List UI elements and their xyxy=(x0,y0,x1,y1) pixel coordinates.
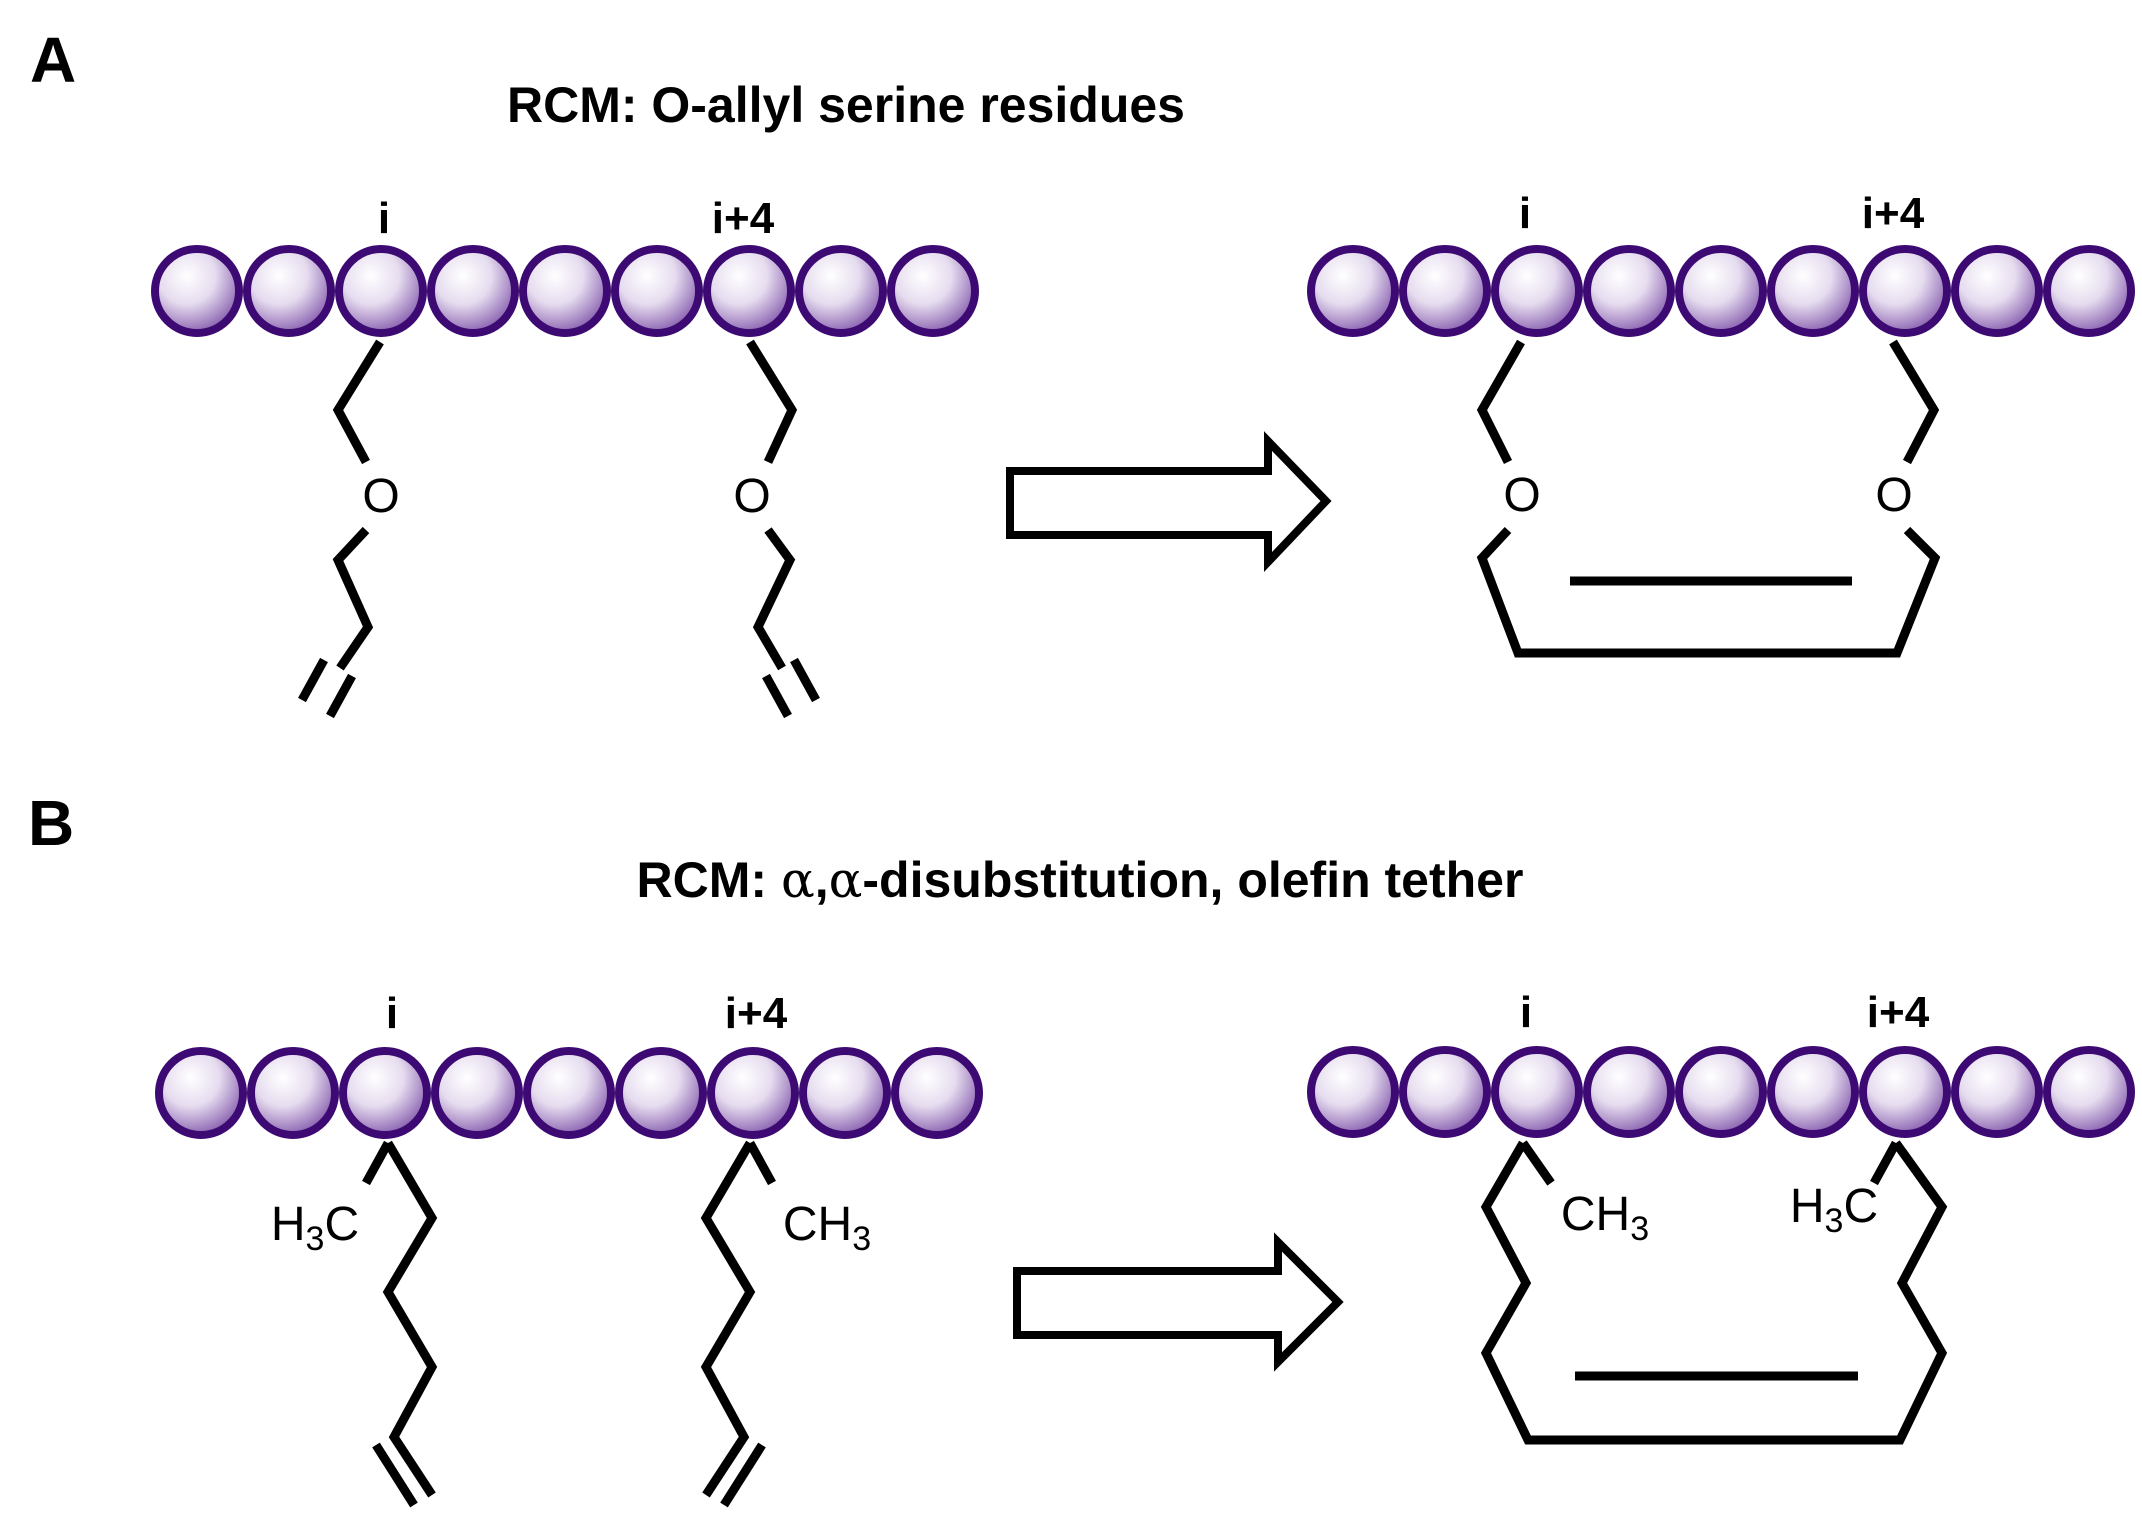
olefin-tether-i xyxy=(362,1140,438,1508)
block-arrow-right-icon xyxy=(1006,431,1332,573)
position-i-label: i xyxy=(378,194,390,243)
sphere-bead-icon xyxy=(611,245,703,337)
sphere-bead-icon xyxy=(339,1047,431,1139)
position-i4-label: i+4 xyxy=(1862,189,1925,238)
sphere-bead-icon xyxy=(887,245,979,337)
position-i-label: i xyxy=(386,989,398,1038)
sphere-bead-icon xyxy=(1491,245,1583,337)
panel-b-right-peptide: i i+4 CH3 H3C xyxy=(1307,988,2135,1445)
olefin-tether-i4 xyxy=(700,1140,776,1508)
panel-a-left-peptide: i i+4 O O xyxy=(151,194,979,719)
panel-a-letter: A xyxy=(30,24,76,96)
sphere-bead-icon xyxy=(335,245,427,337)
sphere-bead-icon xyxy=(1491,1046,1583,1138)
sphere-bead-icon xyxy=(2043,1046,2135,1138)
panel-b: B RCM: α,α-disubstitution, olefin tether… xyxy=(28,787,2135,1508)
sphere-bead-icon xyxy=(243,245,335,337)
sphere-bead-icon xyxy=(1767,245,1859,337)
sphere-bead-icon xyxy=(703,245,795,337)
sphere-bead-icon xyxy=(1951,1046,2043,1138)
bead-chain xyxy=(155,1047,983,1139)
position-i4-label: i+4 xyxy=(725,989,788,1038)
panel-a-right-peptide: i i+4 O O xyxy=(1307,189,2135,658)
o-allyl-side-chain-i xyxy=(298,339,384,719)
sphere-bead-icon xyxy=(799,1047,891,1139)
sphere-bead-icon xyxy=(247,1047,339,1139)
sphere-bead-icon xyxy=(891,1047,983,1139)
title-prefix: RCM: xyxy=(637,852,781,908)
sphere-bead-icon xyxy=(1859,1046,1951,1138)
methyl-group-label: CH3 xyxy=(1561,1188,1649,1248)
panel-a: A RCM: O-allyl serine residues i i+4 O O… xyxy=(30,24,2135,719)
bead-chain xyxy=(1307,245,2135,337)
alpha-symbol: α xyxy=(781,851,815,909)
block-arrow-right-icon xyxy=(1013,1232,1344,1372)
panel-b-title: RCM: α,α-disubstitution, olefin tether xyxy=(637,851,1524,909)
position-i4-label: i+4 xyxy=(1867,988,1930,1037)
title-suffix: -disubstitution, olefin tether xyxy=(862,852,1523,908)
bead-chain xyxy=(151,245,979,337)
sphere-bead-icon xyxy=(1307,245,1399,337)
position-i4-label: i+4 xyxy=(712,194,775,243)
sphere-bead-icon xyxy=(707,1047,799,1139)
sphere-bead-icon xyxy=(1583,1046,1675,1138)
sphere-bead-icon xyxy=(1675,1046,1767,1138)
sphere-bead-icon xyxy=(1307,1046,1399,1138)
sphere-bead-icon xyxy=(523,1047,615,1139)
sphere-bead-icon xyxy=(431,1047,523,1139)
hydrocarbon-staple xyxy=(1480,1140,1948,1445)
sphere-bead-icon xyxy=(1399,1046,1491,1138)
oxygen-atom: O xyxy=(733,470,770,523)
sphere-bead-icon xyxy=(1951,245,2043,337)
panel-a-title: RCM: O-allyl serine residues xyxy=(507,77,1185,133)
sphere-bead-icon xyxy=(1767,1046,1859,1138)
position-i-label: i xyxy=(1520,988,1532,1037)
hydrocarbon-staple xyxy=(1476,339,1941,658)
panel-b-left-peptide: i i+4 H3C CH3 xyxy=(155,989,983,1508)
panel-b-letter: B xyxy=(28,787,74,859)
sphere-bead-icon xyxy=(519,245,611,337)
sphere-bead-icon xyxy=(1675,245,1767,337)
sphere-bead-icon xyxy=(1399,245,1491,337)
sphere-bead-icon xyxy=(151,245,243,337)
sphere-bead-icon xyxy=(795,245,887,337)
alpha-symbol: α xyxy=(829,851,863,909)
position-i-label: i xyxy=(1519,189,1531,238)
oxygen-atom: O xyxy=(362,470,399,523)
title-comma: , xyxy=(815,852,829,908)
sphere-bead-icon xyxy=(1583,245,1675,337)
bead-chain xyxy=(1307,1046,2135,1138)
sphere-bead-icon xyxy=(155,1047,247,1139)
oxygen-atom: O xyxy=(1875,469,1912,522)
sphere-bead-icon xyxy=(2043,245,2135,337)
methyl-group-label: H3C xyxy=(271,1198,359,1258)
methyl-group-label: CH3 xyxy=(783,1198,871,1258)
o-allyl-side-chain-i4 xyxy=(746,339,820,719)
oxygen-atom: O xyxy=(1503,469,1540,522)
methyl-group-label: H3C xyxy=(1790,1180,1878,1240)
sphere-bead-icon xyxy=(427,245,519,337)
sphere-bead-icon xyxy=(1859,245,1951,337)
sphere-bead-icon xyxy=(615,1047,707,1139)
